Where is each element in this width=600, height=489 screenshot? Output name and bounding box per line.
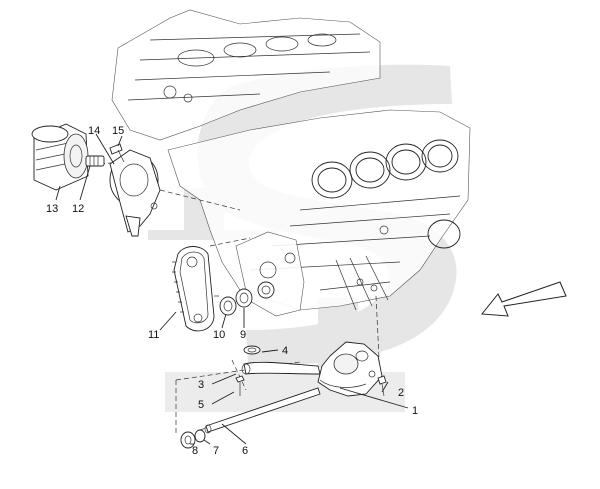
pump-bolt[interactable] bbox=[377, 375, 387, 397]
callout-13: 13 bbox=[46, 203, 58, 215]
callout-14: 14 bbox=[88, 125, 100, 137]
callout-4: 4 bbox=[282, 345, 288, 357]
leader-lines bbox=[55, 133, 409, 445]
callout-3: 3 bbox=[198, 379, 204, 391]
callout-6: 6 bbox=[242, 445, 248, 457]
callout-labels: 1 2 3 4 5 6 7 8 9 10 11 12 13 14 15 bbox=[46, 125, 418, 457]
oil-pump[interactable] bbox=[317, 341, 383, 397]
front-direction-arrow-icon bbox=[481, 281, 567, 317]
callout-10: 10 bbox=[213, 329, 225, 341]
callout-5: 5 bbox=[198, 399, 204, 411]
oil-pipe[interactable] bbox=[241, 361, 321, 375]
pipe-screw[interactable] bbox=[235, 375, 245, 396]
callout-12: 12 bbox=[72, 203, 84, 215]
tube-o-ring[interactable] bbox=[194, 429, 206, 443]
oil-seal[interactable] bbox=[235, 288, 253, 308]
pump-shaft-bushing bbox=[257, 281, 275, 299]
callout-7: 7 bbox=[213, 445, 219, 457]
sprocket-ring[interactable] bbox=[219, 296, 237, 316]
callout-1: 1 bbox=[412, 405, 418, 417]
housing-bolt[interactable] bbox=[109, 143, 125, 163]
oil-pump-chain[interactable] bbox=[172, 246, 215, 332]
callout-11: 11 bbox=[148, 329, 159, 341]
callout-8: 8 bbox=[192, 445, 198, 457]
callout-2: 2 bbox=[398, 387, 404, 399]
filter-housing[interactable] bbox=[109, 149, 161, 237]
oil-filter[interactable] bbox=[31, 123, 89, 191]
callout-15: 15 bbox=[112, 125, 124, 137]
pipe-gasket[interactable] bbox=[243, 345, 261, 355]
suction-tube[interactable] bbox=[204, 387, 321, 434]
callout-9: 9 bbox=[240, 329, 246, 341]
filter-union-nipple[interactable] bbox=[85, 155, 105, 167]
engine-block bbox=[111, 9, 471, 317]
